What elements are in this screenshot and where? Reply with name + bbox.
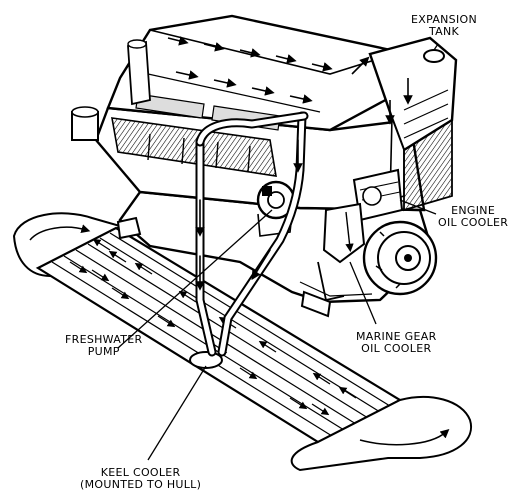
engine-oil-cooler-label: ENGINE OIL COOLER [438,205,508,229]
leader-lines [117,43,439,461]
marine-gear-oil-cooler-label: MARINE GEAR OIL COOLER [356,331,437,355]
expansion-tank-label-line1: EXPANSION [411,13,477,26]
freshwater-pump-label-line1: FRESHWATER [65,333,143,346]
keel-cooler-label: KEEL COOLER (MOUNTED TO HULL) [80,467,201,491]
expansion-tank-label: EXPANSION TANK [411,14,477,38]
marine-gear-oil-cooler-label-line2: OIL COOLER [361,342,432,355]
freshwater-pump-label-line2: PUMP [87,345,120,358]
engine-oil-cooler-label-line2: OIL COOLER [438,216,509,229]
coolant-pipes [195,111,309,357]
freshwater-pump-label: FRESHWATER PUMP [65,334,142,358]
expansion-tank-label-line2: TANK [428,25,460,38]
keel-cooler [12,212,473,472]
keel-cooler-label-line1: KEEL COOLER [100,466,181,479]
keel-cooler-right-cap [290,396,473,472]
expansion-tank-cap [423,49,445,63]
marine-gear-oil-cooler-label-line1: MARINE GEAR [356,330,437,343]
engine-mounts [116,216,332,318]
expansion-tank [368,36,458,212]
keel-cooler-label-line2: (MOUNTED TO HULL) [80,478,202,491]
engine-oil-cooler-label-line1: ENGINE [451,204,496,217]
crank-pulley [362,220,438,296]
engine-block [71,14,434,304]
